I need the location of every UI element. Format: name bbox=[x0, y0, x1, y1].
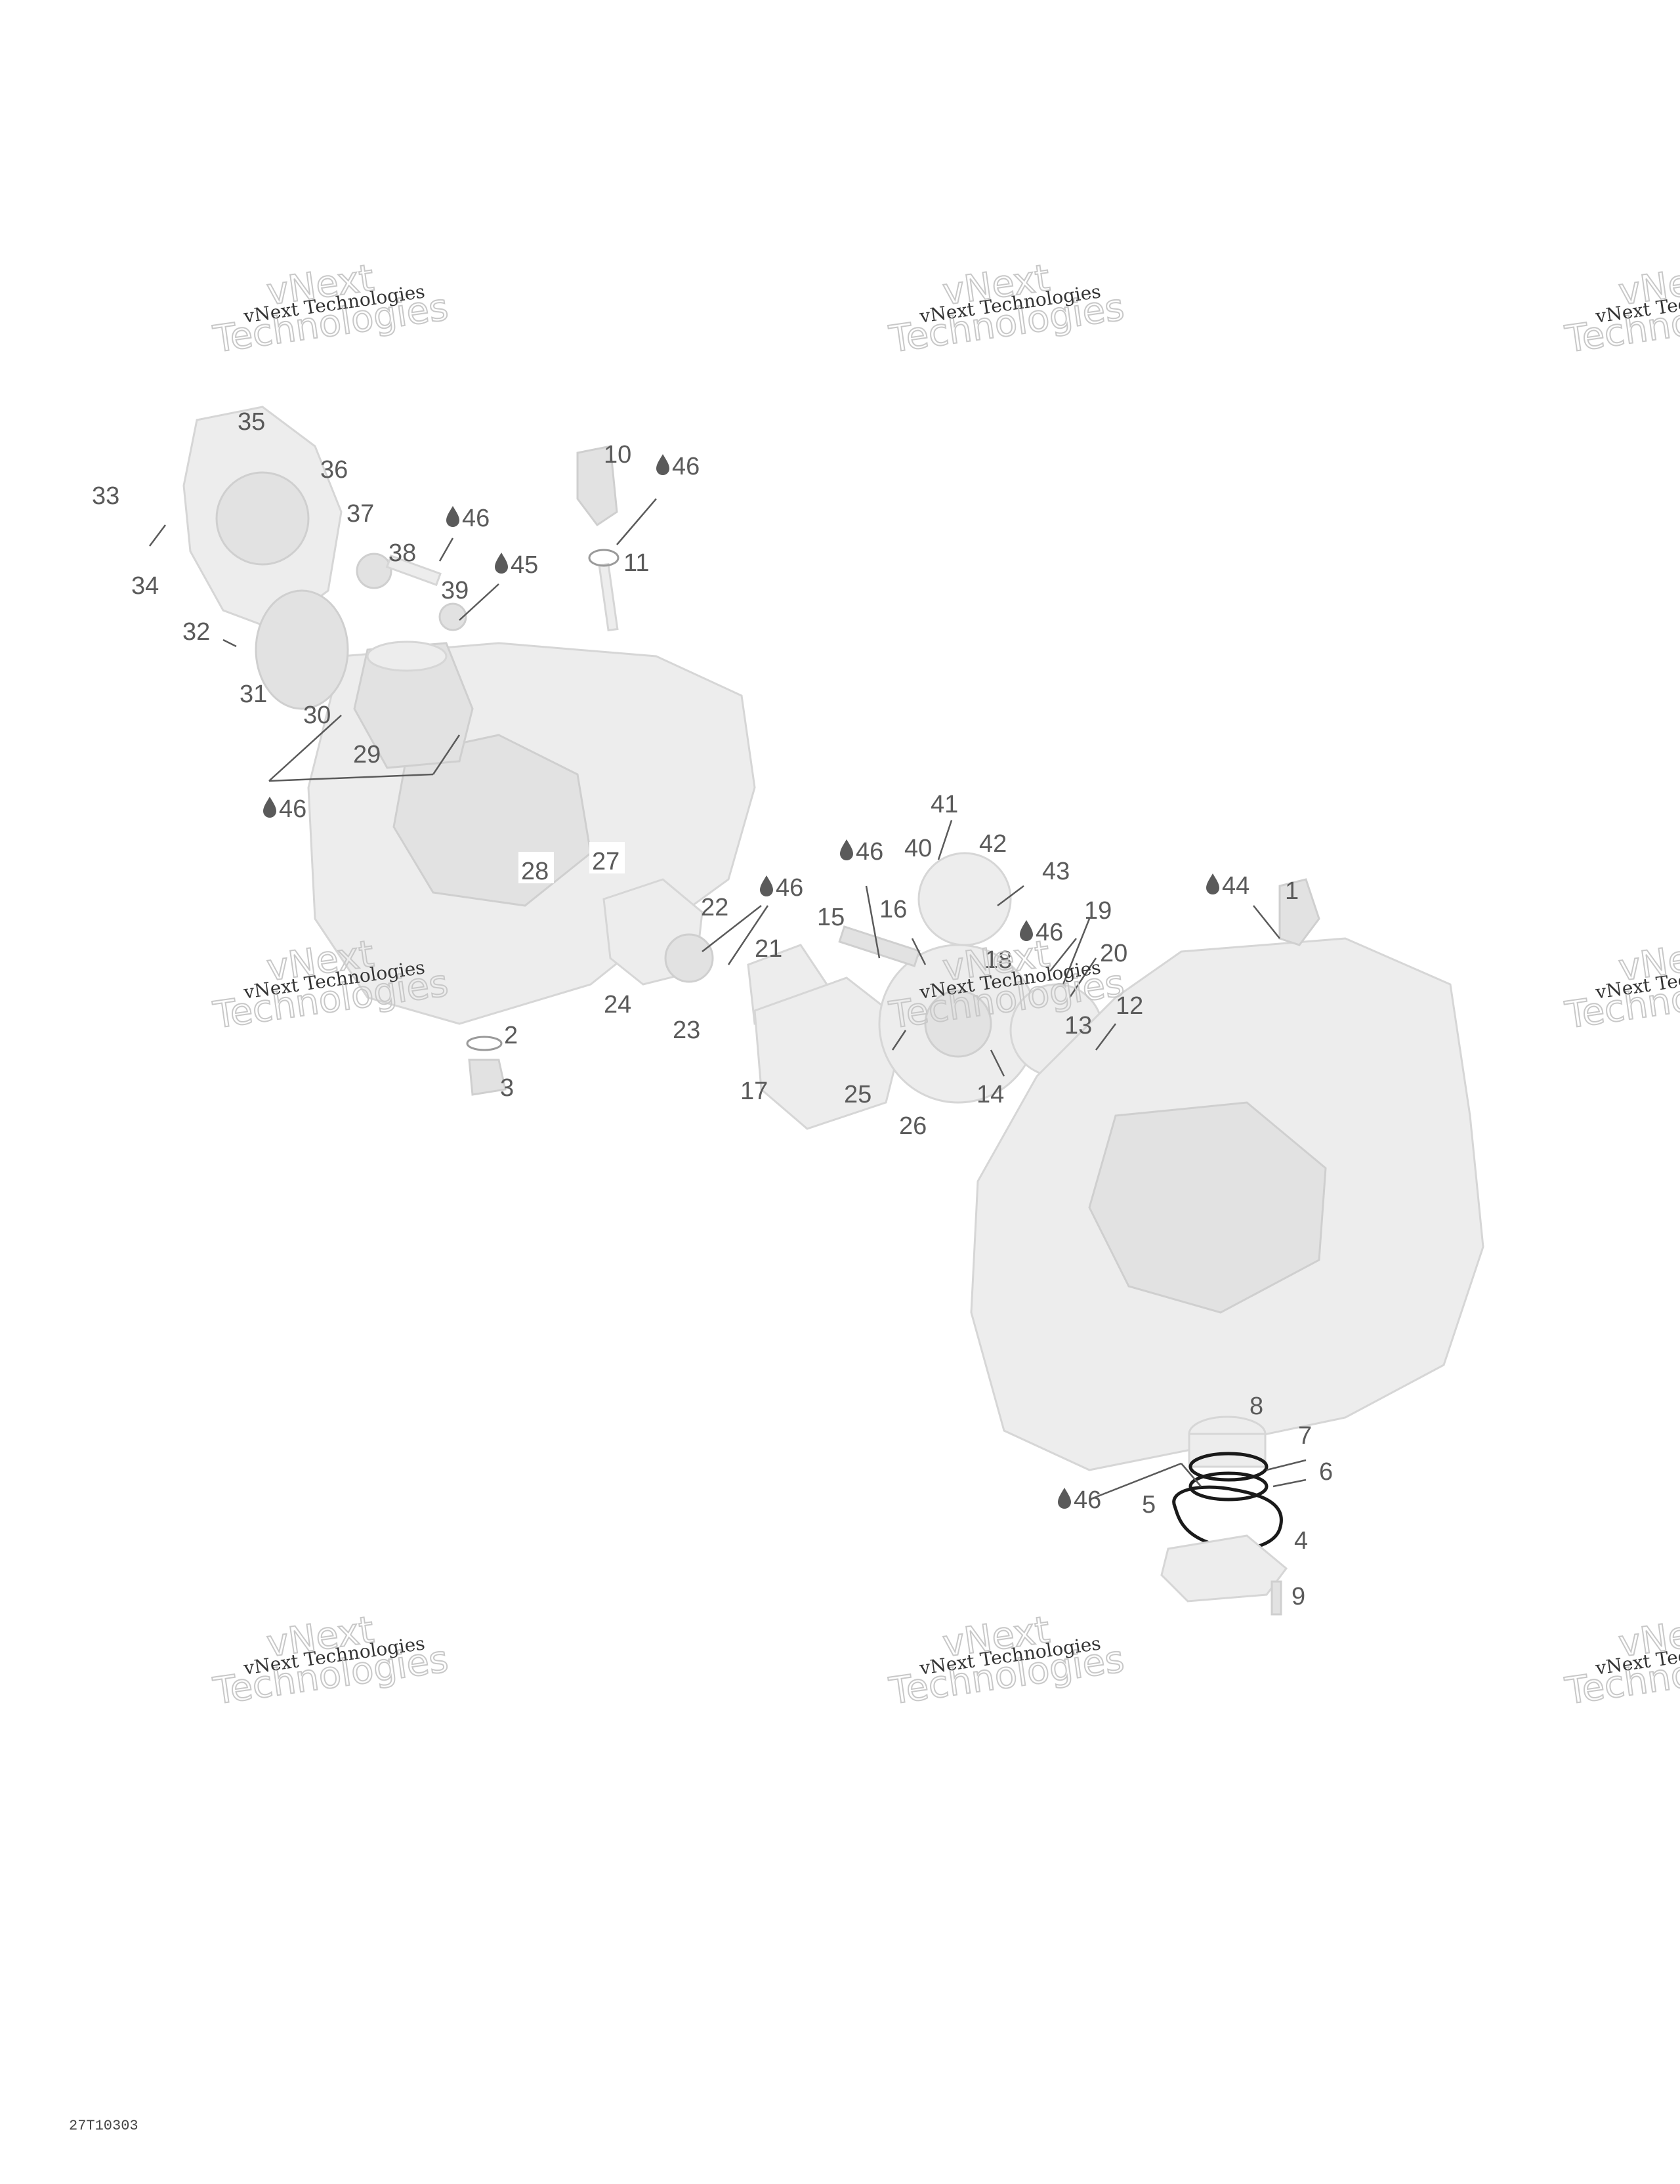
callout-43: 43 bbox=[1042, 858, 1070, 885]
drop-icon bbox=[760, 875, 773, 896]
callout-1: 1 bbox=[1285, 877, 1299, 905]
leader-lines bbox=[149, 498, 1307, 1501]
lube-46: 46 bbox=[672, 453, 700, 480]
callout-26: 26 bbox=[899, 1112, 927, 1140]
callout-10: 10 bbox=[604, 441, 631, 469]
drop-icon bbox=[656, 454, 669, 475]
watermark: vNext Technologies vNext Technologies bbox=[886, 1608, 1127, 1713]
oil-strainer-group bbox=[1160, 1416, 1288, 1616]
callout-33: 33 bbox=[92, 482, 119, 510]
drop-icon bbox=[840, 839, 853, 860]
filter-bolt-and-seal bbox=[356, 553, 467, 631]
watermark: vNext Technologies vNext Technologies bbox=[1562, 932, 1680, 1038]
callout-7: 7 bbox=[1298, 1422, 1312, 1450]
callout-13: 13 bbox=[1064, 1012, 1092, 1040]
drop-icon bbox=[1058, 1488, 1071, 1509]
callout-38: 38 bbox=[388, 539, 416, 567]
callout-9: 9 bbox=[1292, 1583, 1305, 1610]
stator-cover bbox=[182, 406, 343, 631]
callout-29: 29 bbox=[353, 741, 381, 768]
callout-22: 22 bbox=[701, 894, 728, 921]
callout-21: 21 bbox=[755, 935, 782, 963]
callout-20: 20 bbox=[1100, 940, 1127, 967]
callout-2: 2 bbox=[504, 1022, 518, 1049]
watermark: vNext Technologies vNext Technologies bbox=[210, 1608, 452, 1713]
callout-28: 28 bbox=[521, 858, 549, 885]
rotor bbox=[255, 589, 349, 710]
dipstick bbox=[576, 445, 620, 632]
watermark: vNext Technologies vNext Technologies bbox=[1562, 1608, 1680, 1713]
lube-45: 45 bbox=[511, 551, 538, 579]
lube-46: 46 bbox=[1074, 1486, 1101, 1514]
oil-filter bbox=[353, 640, 474, 769]
right-crankcase-half bbox=[970, 937, 1484, 1471]
oil-pressure-switch bbox=[1278, 878, 1320, 946]
callout-40: 40 bbox=[904, 835, 932, 862]
callout-labels: 1 2 3 4 5 6 7 8 9 10 11 12 13 14 15 16 1… bbox=[92, 408, 1333, 1610]
callout-8: 8 bbox=[1250, 1393, 1263, 1420]
watermark: vNext Technologies vNext Technologies bbox=[210, 256, 452, 362]
callout-18: 18 bbox=[984, 946, 1012, 974]
callout-37: 37 bbox=[346, 500, 374, 528]
callout-39: 39 bbox=[441, 577, 469, 604]
lube-46: 46 bbox=[1036, 919, 1063, 946]
callout-17: 17 bbox=[740, 1078, 768, 1105]
callout-25: 25 bbox=[844, 1081, 872, 1108]
callout-31: 31 bbox=[240, 681, 267, 708]
lubricant-callouts: 44 45 46 46 46 46 46 46 46 bbox=[263, 453, 1250, 1514]
lube-46: 46 bbox=[856, 838, 883, 866]
callout-30: 30 bbox=[303, 702, 331, 729]
watermark: vNext Technologies vNext Technologies bbox=[1562, 256, 1680, 362]
callout-27: 27 bbox=[592, 848, 620, 875]
callout-6: 6 bbox=[1319, 1458, 1333, 1486]
callout-11: 11 bbox=[623, 549, 649, 577]
callout-3: 3 bbox=[500, 1074, 514, 1102]
callout-32: 32 bbox=[182, 618, 210, 646]
callout-35: 35 bbox=[238, 408, 265, 436]
watermarks: vNext Technologies vNext Technologies vN… bbox=[210, 256, 1680, 1713]
callout-42: 42 bbox=[979, 830, 1007, 858]
watermark: vNext Technologies vNext Technologies bbox=[886, 256, 1127, 362]
drop-icon bbox=[263, 797, 276, 818]
gear-train bbox=[838, 852, 1104, 1104]
drop-icon bbox=[446, 506, 459, 527]
lube-46: 46 bbox=[279, 795, 306, 823]
callout-12: 12 bbox=[1116, 992, 1143, 1020]
callout-15: 15 bbox=[817, 904, 845, 931]
callout-34: 34 bbox=[131, 572, 159, 600]
lube-44: 44 bbox=[1222, 872, 1250, 900]
callout-19: 19 bbox=[1084, 897, 1112, 925]
callout-4: 4 bbox=[1294, 1527, 1308, 1555]
lube-46: 46 bbox=[462, 505, 490, 532]
pump-housing bbox=[753, 976, 907, 1130]
callout-41: 41 bbox=[931, 791, 958, 818]
callout-23: 23 bbox=[673, 1017, 700, 1044]
callout-5: 5 bbox=[1142, 1491, 1156, 1519]
callout-16: 16 bbox=[879, 896, 907, 923]
callout-24: 24 bbox=[604, 991, 631, 1018]
drop-icon bbox=[495, 553, 508, 574]
drain-plug bbox=[466, 1036, 507, 1096]
callout-36: 36 bbox=[320, 456, 348, 484]
drop-icon bbox=[1206, 873, 1219, 894]
callout-14: 14 bbox=[976, 1081, 1004, 1108]
figure-code: 27T10303 bbox=[69, 2118, 138, 2134]
lube-46: 46 bbox=[776, 874, 803, 902]
